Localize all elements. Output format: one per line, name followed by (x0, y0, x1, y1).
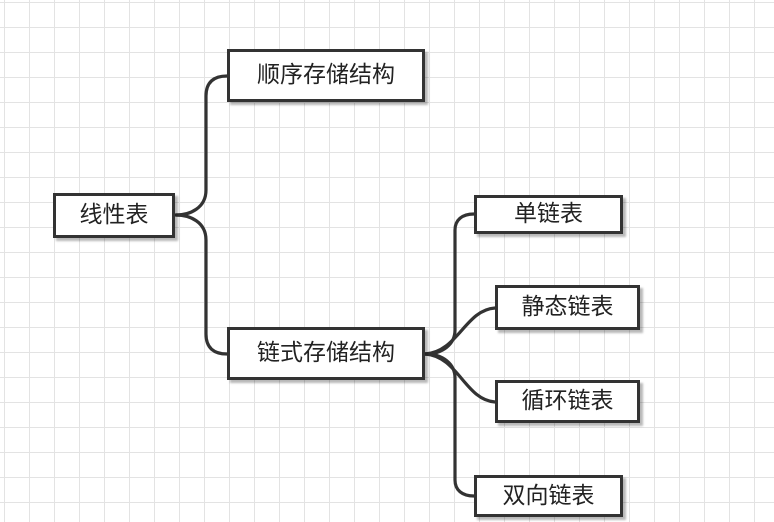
node-linked-storage-label: 链式存储结构 (257, 340, 395, 366)
node-circular-linked-list-label: 循环链表 (521, 388, 614, 414)
node-singly-linked-list-label: 单链表 (514, 201, 583, 227)
node-circular-linked-list[interactable]: 循环链表 (495, 380, 640, 423)
node-linear-list-label: 线性表 (79, 202, 149, 228)
node-static-linked-list[interactable]: 静态链表 (495, 285, 640, 330)
connector-linked-to-single (423, 212, 476, 356)
connector-linked-to-circular (423, 352, 497, 404)
node-sequential-storage[interactable]: 顺序存储结构 (227, 49, 425, 102)
node-linked-storage[interactable]: 链式存储结构 (227, 327, 425, 380)
connector-linked-to-static (423, 306, 497, 356)
node-doubly-linked-list[interactable]: 双向链表 (474, 475, 623, 517)
node-sequential-storage-label: 顺序存储结构 (257, 62, 395, 88)
node-linear-list[interactable]: 线性表 (53, 193, 175, 238)
connector-root-to-sequential (174, 74, 229, 217)
connector-linked-to-doubly (423, 352, 476, 498)
node-singly-linked-list[interactable]: 单链表 (474, 195, 623, 234)
node-doubly-linked-list-label: 双向链表 (502, 482, 595, 509)
node-static-linked-list-label: 静态链表 (521, 294, 614, 320)
connector-root-to-linked (174, 213, 229, 356)
